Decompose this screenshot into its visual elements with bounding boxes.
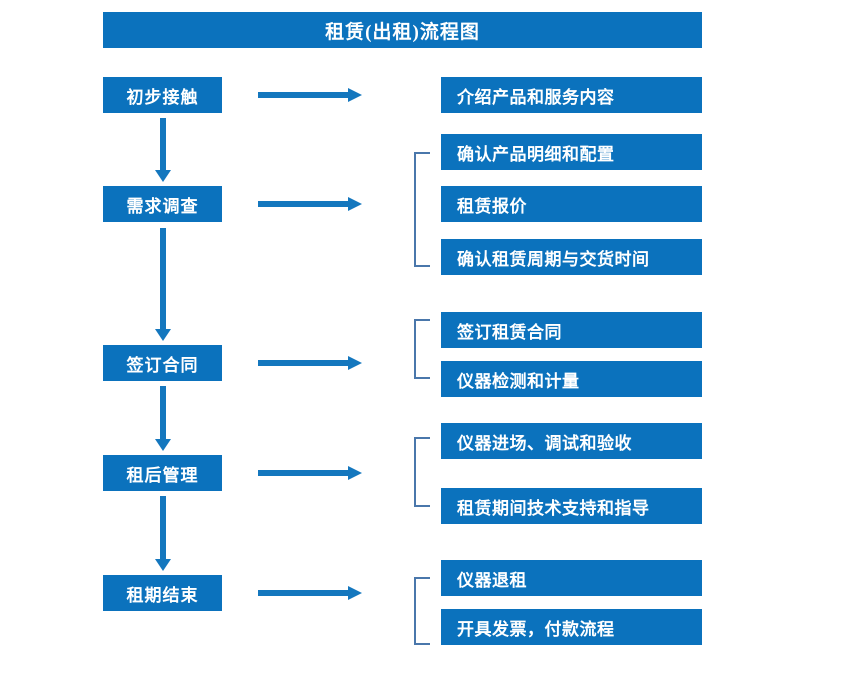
stage-box-租后管理[interactable]: 租后管理 <box>103 455 222 491</box>
detail-box-介绍产品和服务内容[interactable]: 介绍产品和服务内容 <box>441 77 702 113</box>
detail-box-签订租赁合同[interactable]: 签订租赁合同 <box>441 312 702 348</box>
detail-box-仪器进场调试和验收[interactable]: 仪器进场、调试和验收 <box>441 423 702 459</box>
detail-box-确认租赁周期与交货时间[interactable]: 确认租赁周期与交货时间 <box>441 239 702 275</box>
vertical-arrow-4 <box>155 496 171 571</box>
detail-box-仪器检测和计量[interactable]: 仪器检测和计量 <box>441 361 702 397</box>
horizontal-arrow-1 <box>258 88 362 102</box>
diagram-title: 租赁(出租)流程图 <box>103 12 702 48</box>
group-bracket-签订合同 <box>414 319 430 379</box>
group-bracket-需求调查 <box>414 152 430 267</box>
vertical-arrow-3 <box>155 386 171 451</box>
detail-box-仪器退租[interactable]: 仪器退租 <box>441 560 702 596</box>
group-bracket-租后管理 <box>414 437 430 507</box>
stage-box-初步接触[interactable]: 初步接触 <box>103 77 222 113</box>
detail-box-开具发票付款流程[interactable]: 开具发票，付款流程 <box>441 609 702 645</box>
horizontal-arrow-5 <box>258 586 362 600</box>
detail-box-确认产品明细和配置[interactable]: 确认产品明细和配置 <box>441 134 702 170</box>
group-bracket-租期结束 <box>414 577 430 645</box>
horizontal-arrow-2 <box>258 197 362 211</box>
stage-box-需求调查[interactable]: 需求调查 <box>103 186 222 222</box>
vertical-arrow-1 <box>155 118 171 182</box>
vertical-arrow-2 <box>155 228 171 341</box>
detail-box-租赁期间技术支持和指导[interactable]: 租赁期间技术支持和指导 <box>441 488 702 524</box>
stage-box-租期结束[interactable]: 租期结束 <box>103 575 222 611</box>
horizontal-arrow-3 <box>258 356 362 370</box>
detail-box-租赁报价[interactable]: 租赁报价 <box>441 186 702 222</box>
horizontal-arrow-4 <box>258 466 362 480</box>
stage-box-签订合同[interactable]: 签订合同 <box>103 345 222 381</box>
